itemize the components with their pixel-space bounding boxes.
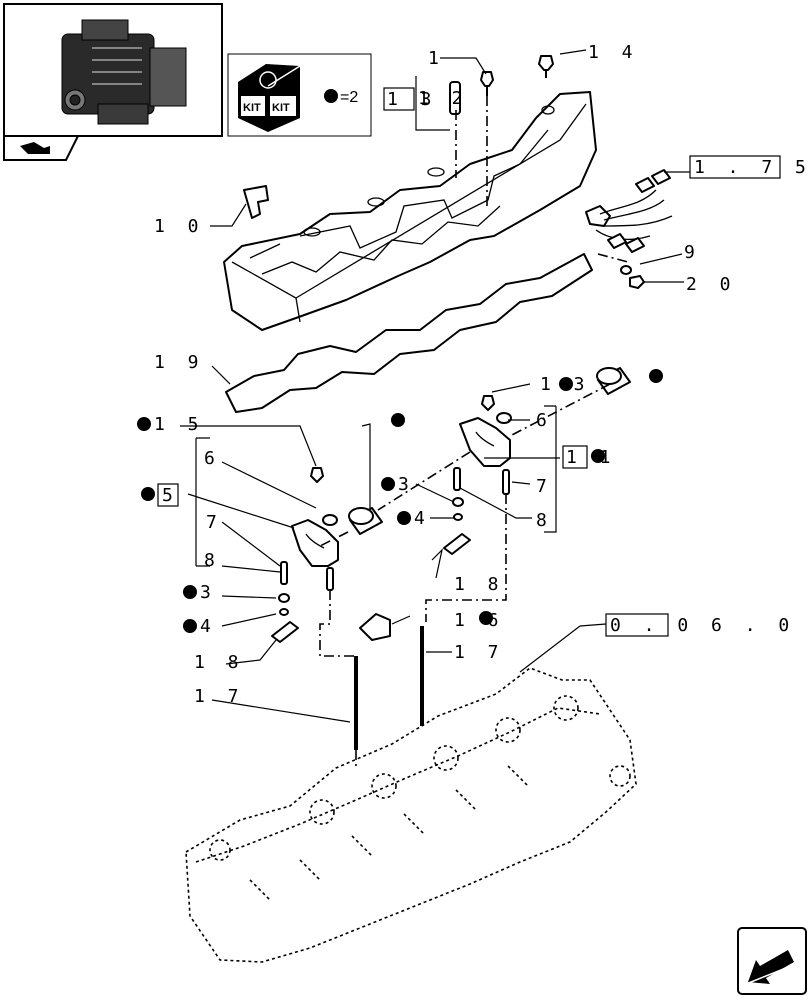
dot-5-icon bbox=[141, 487, 155, 501]
label-9: 9 bbox=[684, 242, 701, 263]
label-3b: 3 bbox=[200, 582, 217, 603]
label-17a: 1 7 bbox=[454, 642, 505, 663]
label-0060: 0 . 0 6 . 0 bbox=[610, 615, 795, 636]
cup-6-left-icon bbox=[322, 514, 338, 526]
label-6r: 6 bbox=[536, 410, 553, 431]
dot-11-icon bbox=[591, 449, 605, 463]
valve-cover-gasket bbox=[225, 253, 593, 413]
label-14: 1 4 bbox=[588, 42, 639, 63]
label-5: 5 bbox=[162, 485, 179, 506]
label-19: 1 9 bbox=[154, 352, 205, 373]
dot-4b-icon bbox=[183, 619, 197, 633]
label-4a: 4 bbox=[414, 508, 431, 529]
bolt-1-icon bbox=[480, 71, 494, 96]
kit-dot-icon bbox=[324, 89, 338, 103]
label-16: 1 6 bbox=[454, 610, 505, 631]
dot-top-right-icon bbox=[649, 369, 663, 383]
bolt-20-icon bbox=[629, 275, 645, 289]
label-0060-box[interactable]: 0 . 0 6 . 0 bbox=[605, 613, 795, 637]
sleeve-12-icon bbox=[449, 81, 461, 115]
label-15: 1 5 bbox=[154, 414, 205, 435]
dot-3a-icon bbox=[381, 477, 395, 491]
dot-3b-icon bbox=[183, 585, 197, 599]
label-20: 2 0 bbox=[686, 274, 737, 295]
label-7r: 7 bbox=[536, 476, 553, 497]
valve-cover bbox=[223, 91, 597, 331]
kit-qty: =2 bbox=[340, 89, 358, 106]
cylinder-head bbox=[185, 667, 637, 963]
label-13-box[interactable]: 1 3 bbox=[383, 87, 438, 111]
rocker-arm-left-icon bbox=[291, 519, 339, 567]
label-1754-box[interactable]: 1 . 7 5 . 4 bbox=[689, 155, 812, 179]
label-4b: 4 bbox=[200, 616, 217, 637]
label-5-box[interactable]: 5 bbox=[157, 483, 179, 507]
label-18a: 1 8 bbox=[454, 574, 505, 595]
clip-10-icon bbox=[243, 185, 269, 219]
cup-6-right-icon bbox=[496, 412, 512, 424]
label-8l: 8 bbox=[204, 550, 221, 571]
label-8r: 8 bbox=[536, 510, 553, 531]
dot-15-icon bbox=[137, 417, 151, 431]
engine-thumbnail bbox=[3, 3, 223, 137]
label-1: 1 bbox=[428, 48, 445, 69]
dot-4a-icon bbox=[397, 511, 411, 525]
bolt-14-icon bbox=[538, 55, 554, 78]
label-3a: 3 bbox=[398, 474, 415, 495]
kit-text-left: KIT bbox=[243, 102, 261, 114]
kit-text-right: KIT bbox=[272, 102, 290, 114]
label-18b: 1 8 bbox=[194, 652, 245, 673]
label-17b: 1 7 bbox=[194, 686, 245, 707]
label-11-box[interactable]: 1 1 bbox=[562, 445, 617, 469]
kit-icon bbox=[238, 64, 301, 132]
label-10: 1 0 bbox=[154, 216, 205, 237]
rocker-arm-right-icon bbox=[459, 417, 511, 467]
label-12: 1 2 bbox=[418, 88, 469, 109]
nav-back-icon[interactable] bbox=[3, 135, 80, 161]
label-1754: 1 . 7 5 . 4 bbox=[694, 157, 812, 178]
label-6l: 6 bbox=[204, 448, 221, 469]
dot-mid-icon bbox=[391, 413, 405, 427]
nav-forward-icon[interactable] bbox=[737, 927, 807, 995]
label-7l: 7 bbox=[206, 512, 223, 533]
kit-box: KIT KIT =2 bbox=[227, 53, 372, 137]
label-13a: 1 3 bbox=[387, 89, 438, 110]
dot-16-icon bbox=[479, 611, 493, 625]
seal-9-icon bbox=[620, 265, 632, 275]
wiring-harness-icon bbox=[585, 169, 673, 253]
dot-13b-icon bbox=[559, 377, 573, 391]
